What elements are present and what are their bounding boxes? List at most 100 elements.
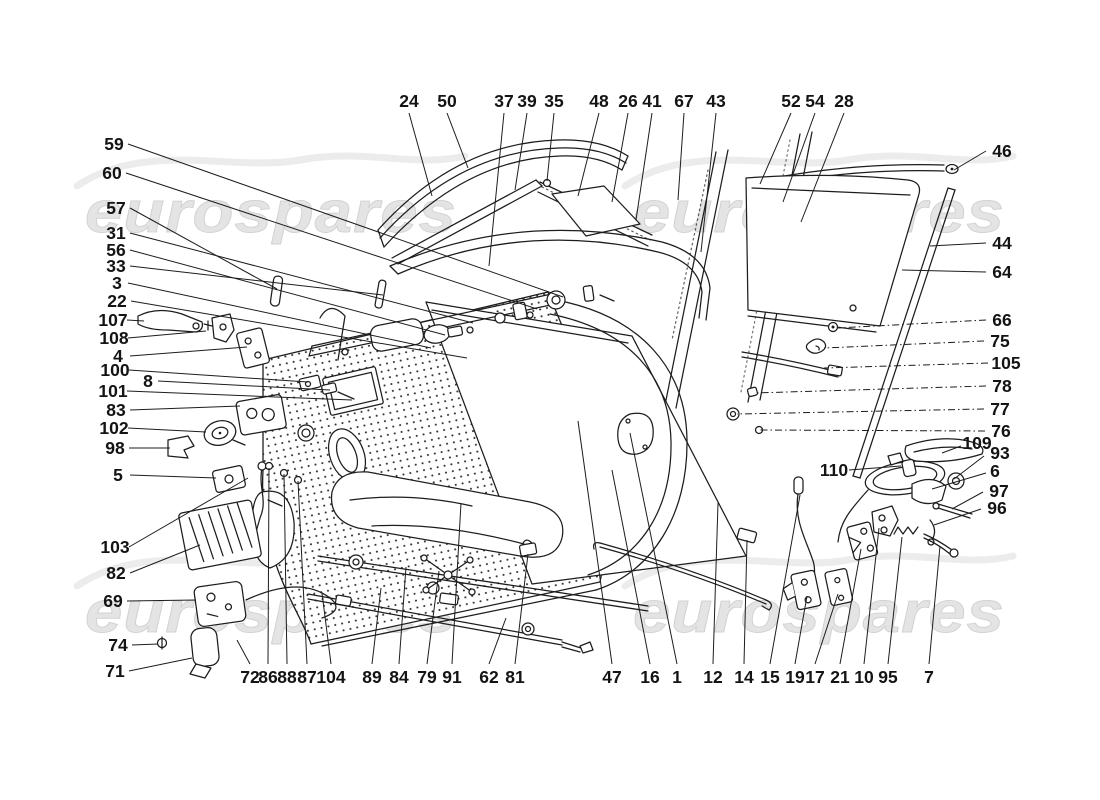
leader-line-72: [236, 639, 251, 665]
leader-line-71: [128, 657, 193, 672]
watermark-swoosh: [73, 152, 469, 190]
part-label-108: 108: [99, 328, 128, 348]
leader-line-67: [677, 112, 685, 201]
leader-line-62: [488, 617, 507, 665]
leader-line-12: [712, 502, 719, 665]
part-label-66: 66: [992, 310, 1012, 330]
part-label-50: 50: [437, 91, 457, 111]
latch-hinge-cluster: [782, 438, 984, 611]
part-label-37: 37: [494, 91, 513, 111]
part-label-10: 10: [854, 667, 874, 687]
part-label-86: 86: [258, 667, 278, 687]
part-label-93: 93: [990, 443, 1010, 463]
leader-line-8: [157, 380, 331, 391]
part-label-102: 102: [99, 418, 128, 438]
leader-line-52: [759, 112, 792, 185]
part-label-16: 16: [640, 667, 660, 687]
waist-trim-strip: [741, 351, 843, 378]
leader-line-21: [839, 548, 862, 665]
leader-line-74: [131, 643, 159, 646]
leader-line-84: [398, 566, 407, 665]
part-label-24: 24: [399, 91, 419, 111]
leader-line-104: [321, 592, 332, 665]
leader-line-78: [753, 385, 987, 394]
part-label-1: 1: [672, 667, 682, 687]
inner-panel-fittings: [203, 366, 564, 558]
leader-line-87: [297, 480, 308, 665]
part-label-110: 110: [820, 460, 848, 480]
run-channel-strips: [852, 187, 956, 479]
part-label-15: 15: [760, 667, 780, 687]
leader-line-48: [577, 112, 600, 197]
leader-line-5: [129, 474, 217, 479]
part-label-76: 76: [991, 421, 1011, 441]
leader-line-108: [127, 330, 207, 339]
leader-line-28: [800, 112, 845, 223]
leader-line-93: [953, 455, 985, 480]
leader-line-4: [129, 346, 248, 357]
door-glass-pane: [745, 174, 921, 333]
part-label-101: 101: [98, 381, 127, 401]
leader-line-54: [782, 112, 816, 203]
leader-line-100: [128, 369, 309, 383]
part-label-89: 89: [362, 667, 382, 687]
part-label-46: 46: [992, 141, 1012, 161]
leader-line-76: [759, 429, 986, 432]
watermark-text: eurospares: [85, 180, 457, 245]
part-label-77: 77: [990, 399, 1009, 419]
leader-line-37: [488, 112, 505, 267]
leader-line-22: [130, 300, 468, 359]
leader-line-59: [127, 143, 564, 298]
leader-line-19: [794, 595, 808, 665]
part-label-62: 62: [479, 667, 499, 687]
leader-line-26: [611, 112, 629, 203]
leader-line-64: [901, 269, 987, 273]
part-label-47: 47: [602, 667, 621, 687]
part-label-103: 103: [100, 537, 129, 557]
part-label-69: 69: [103, 591, 123, 611]
part-label-21: 21: [830, 667, 850, 687]
part-label-88: 88: [277, 667, 297, 687]
leader-line-46: [953, 150, 987, 171]
part-label-84: 84: [389, 667, 409, 687]
vent-window-frame: [391, 178, 653, 265]
leader-line-43: [700, 112, 717, 253]
leader-line-81: [514, 553, 529, 665]
part-label-57: 57: [106, 198, 125, 218]
part-label-43: 43: [706, 91, 726, 111]
small-clips: [726, 338, 827, 435]
part-label-8: 8: [143, 371, 153, 391]
part-label-12: 12: [703, 667, 723, 687]
leader-line-31: [129, 232, 474, 324]
part-label-96: 96: [987, 498, 1007, 518]
leader-line-105: [823, 362, 989, 369]
part-label-14: 14: [734, 667, 754, 687]
leader-line-89: [371, 587, 382, 665]
part-label-100: 100: [100, 360, 129, 380]
part-label-74: 74: [108, 635, 128, 655]
lower-strips: [307, 527, 773, 654]
leader-line-33: [129, 265, 384, 296]
part-label-31: 31: [106, 223, 126, 243]
part-label-64: 64: [992, 262, 1012, 282]
leader-line-91: [451, 502, 462, 665]
part-label-78: 78: [992, 376, 1012, 396]
part-label-83: 83: [106, 400, 126, 420]
part-label-81: 81: [505, 667, 525, 687]
part-label-19: 19: [785, 667, 805, 687]
part-label-75: 75: [990, 331, 1010, 351]
leader-line-69: [126, 599, 197, 602]
part-label-28: 28: [834, 91, 854, 111]
part-label-7: 7: [924, 667, 934, 687]
part-label-82: 82: [106, 563, 126, 583]
leader-line-14: [743, 539, 748, 665]
leader-line-39: [514, 112, 528, 191]
watermark-text: eurospares: [633, 580, 1005, 645]
part-label-79: 79: [417, 667, 437, 687]
leader-lines-layer: [125, 112, 989, 672]
watermark-swoosh: [621, 152, 1017, 190]
leader-line-95: [887, 536, 903, 665]
